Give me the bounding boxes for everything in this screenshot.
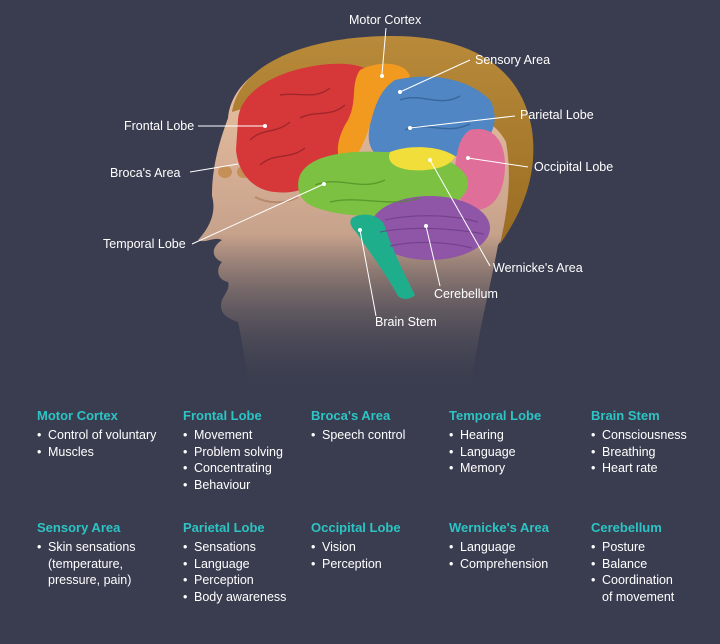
legend-items: LanguageComprehension [449, 539, 549, 572]
legend-item: Muscles [37, 444, 156, 461]
legend-item: Coordination of movement [591, 572, 674, 605]
callout-cerebellum: Cerebellum [434, 287, 498, 301]
callout-brocas-area: Broca's Area [110, 166, 181, 180]
legend-item: Heart rate [591, 460, 687, 477]
legend-item: Breathing [591, 444, 687, 461]
callout-motor-cortex: Motor Cortex [349, 13, 422, 27]
legend-item: Consciousness [591, 427, 687, 444]
legend-item: Body awareness [183, 589, 286, 606]
legend-wernickes-area: Wernicke's Area LanguageComprehension [449, 520, 549, 572]
legend-brain-stem: Brain Stem ConsciousnessBreathingHeart r… [591, 408, 687, 477]
closed-eye [254, 196, 299, 204]
frontal-gyri [249, 87, 346, 166]
legend-items: VisionPerception [311, 539, 401, 572]
region-brain-stem [350, 214, 415, 299]
legend-item: Perception [311, 556, 401, 573]
legend-item: Speech control [311, 427, 405, 444]
callout-brain-stem: Brain Stem [375, 315, 437, 329]
legend-frontal-lobe: Frontal Lobe MovementProblem solvingConc… [183, 408, 283, 493]
legend: Motor Cortex Control of voluntaryMuscles… [37, 408, 717, 638]
legend-temporal-lobe: Temporal Lobe HearingLanguageMemory [449, 408, 541, 477]
legend-brocas-area: Broca's Area Speech control [311, 408, 405, 444]
legend-title: Parietal Lobe [183, 520, 265, 535]
legend-item: Memory [449, 460, 541, 477]
legend-items: PostureBalanceCoordination of movement [591, 539, 674, 605]
legend-title: Wernicke's Area [449, 520, 549, 535]
legend-items: ConsciousnessBreathingHeart rate [591, 427, 687, 477]
legend-cerebellum: Cerebellum PostureBalanceCoordination of… [591, 520, 674, 605]
legend-title: Motor Cortex [37, 408, 118, 423]
legend-title: Cerebellum [591, 520, 662, 535]
legend-item: Posture [591, 539, 674, 556]
legend-item: Concentrating [183, 460, 283, 477]
leader-dots [263, 74, 470, 232]
legend-title: Brain Stem [591, 408, 660, 423]
eye-marks [218, 166, 232, 178]
callout-occipital-lobe: Occipital Lobe [534, 160, 614, 174]
legend-title: Frontal Lobe [183, 408, 262, 423]
legend-items: HearingLanguageMemory [449, 427, 541, 477]
legend-items: Control of voluntaryMuscles [37, 427, 156, 460]
legend-parietal-lobe: Parietal Lobe SensationsLanguagePercepti… [183, 520, 286, 605]
legend-item: Movement [183, 427, 283, 444]
legend-title: Broca's Area [311, 408, 391, 423]
region-occipital-lobe [454, 129, 505, 210]
legend-item: Sensations [183, 539, 286, 556]
legend-item: Problem solving [183, 444, 283, 461]
legend-title: Sensory Area [37, 520, 121, 535]
callout-wernickes-area: Wernicke's Area [493, 261, 583, 275]
legend-items: SensationsLanguagePerceptionBody awarene… [183, 539, 286, 605]
cerebellum-folds [379, 215, 485, 249]
legend-item: Vision [311, 539, 401, 556]
legend-item: Perception [183, 572, 286, 589]
legend-item: Control of voluntary [37, 427, 156, 444]
brain-diagram [189, 27, 534, 395]
legend-item: Language [183, 556, 286, 573]
legend-items: Speech control [311, 427, 405, 444]
legend-sensory-area: Sensory Area Skin sensations (temperatur… [37, 520, 136, 589]
callout-parietal-lobe: Parietal Lobe [520, 108, 594, 122]
legend-item: Comprehension [449, 556, 549, 573]
leader-lines [189, 27, 529, 317]
legend-title: Temporal Lobe [449, 408, 542, 423]
legend-item: Behaviour [183, 477, 283, 494]
temporal-gyri [314, 179, 421, 203]
region-frontal-lobe [236, 63, 379, 193]
legend-item: Balance [591, 556, 674, 573]
callout-temporal-lobe: Temporal Lobe [103, 237, 186, 251]
region-brocas-area [389, 147, 455, 171]
legend-item: Language [449, 539, 549, 556]
legend-title: Occipital Lobe [311, 520, 401, 535]
callout-frontal-lobe: Frontal Lobe [124, 119, 195, 133]
legend-items: MovementProblem solvingConcentratingBeha… [183, 427, 283, 493]
legend-item: Skin sensations (temperature, pressure, … [37, 539, 136, 589]
legend-item: Hearing [449, 427, 541, 444]
legend-items: Skin sensations (temperature, pressure, … [37, 539, 136, 589]
legend-occipital-lobe: Occipital Lobe VisionPerception [311, 520, 401, 572]
legend-motor-cortex: Motor Cortex Control of voluntaryMuscles [37, 408, 156, 460]
callout-sensory-area: Sensory Area [475, 53, 551, 67]
legend-item: Language [449, 444, 541, 461]
